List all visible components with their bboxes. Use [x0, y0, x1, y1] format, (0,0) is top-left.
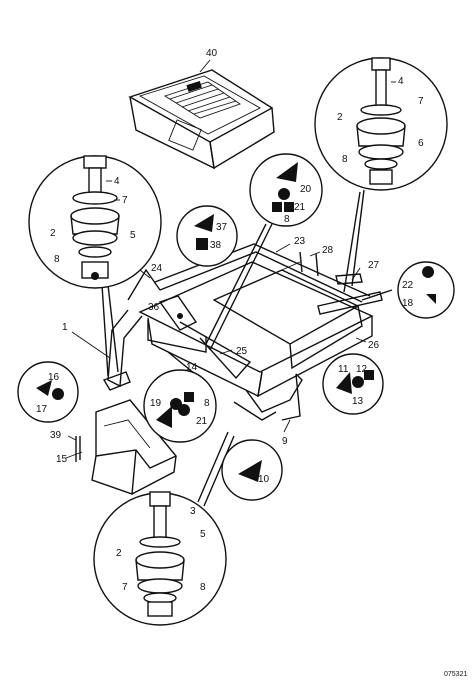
callout-38: 38: [210, 240, 222, 251]
detail-bubble-left-mount: [28, 155, 162, 289]
label-bubble-20-21-8: [249, 153, 323, 227]
callout-7: 7: [418, 96, 424, 107]
callout-labels: 40 4 7 2 6 8 4 7 2 5 8 20 21 8 37 38 23 …: [36, 48, 424, 593]
callout-1: 1: [62, 322, 68, 333]
callout-20: 20: [300, 184, 312, 195]
callout-5: 5: [200, 529, 206, 540]
callout-39: 39: [50, 430, 62, 441]
callout-16: 16: [48, 372, 60, 383]
label-bubble-10: [221, 439, 283, 501]
callout-14: 14: [186, 362, 198, 373]
callout-12: 12: [356, 364, 368, 375]
floor-panel: [128, 69, 275, 170]
callout-ticks: [65, 59, 396, 459]
callout-6: 6: [418, 138, 424, 149]
detail-bubble-bottom-mount: [93, 491, 227, 626]
callout-9: 9: [282, 436, 288, 447]
callout-8: 8: [342, 154, 348, 165]
callout-13: 13: [352, 396, 364, 407]
label-bubble-37-38: [176, 205, 238, 267]
callout-10: 10: [258, 474, 270, 485]
detail-bubble-top-right-mount: [314, 57, 448, 191]
callout-2: 2: [116, 548, 122, 559]
callout-7: 7: [122, 195, 128, 206]
callout-17: 17: [36, 404, 48, 415]
callout-27: 27: [368, 260, 380, 271]
callout-2: 2: [337, 112, 343, 123]
callout-21: 21: [196, 416, 208, 427]
label-bubble-16-17: [17, 361, 79, 423]
callout-8: 8: [54, 254, 60, 265]
callout-3: 3: [190, 506, 196, 517]
callout-25: 25: [236, 346, 248, 357]
leader-lines: [101, 189, 393, 507]
callout-15: 15: [56, 454, 68, 465]
callout-23: 23: [294, 236, 306, 247]
callout-5: 5: [130, 230, 136, 241]
callout-19: 19: [150, 398, 162, 409]
callout-2: 2: [50, 228, 56, 239]
label-bubble-19-21-8: [143, 369, 217, 443]
callout-11: 11: [338, 364, 349, 375]
callout-28: 28: [322, 245, 334, 256]
callout-18: 18: [402, 298, 414, 309]
callout-36: 36: [148, 302, 160, 313]
callout-24: 24: [151, 263, 163, 274]
figure-reference: 075321: [444, 671, 467, 678]
callout-4: 4: [114, 176, 120, 187]
callout-21: 21: [294, 202, 306, 213]
callout-8: 8: [200, 582, 206, 593]
callout-26: 26: [368, 340, 380, 351]
label-bubble-11-12-13: [322, 353, 384, 415]
callout-37: 37: [216, 222, 228, 233]
callout-22: 22: [402, 280, 414, 291]
callout-8: 8: [204, 398, 210, 409]
side-panel: [75, 399, 178, 495]
callout-4: 4: [398, 76, 404, 87]
callout-8: 8: [284, 214, 290, 225]
callout-7: 7: [122, 582, 128, 593]
seat-base-frame: [102, 243, 383, 421]
callout-40: 40: [206, 48, 218, 59]
label-bubble-22-18: [397, 261, 455, 319]
